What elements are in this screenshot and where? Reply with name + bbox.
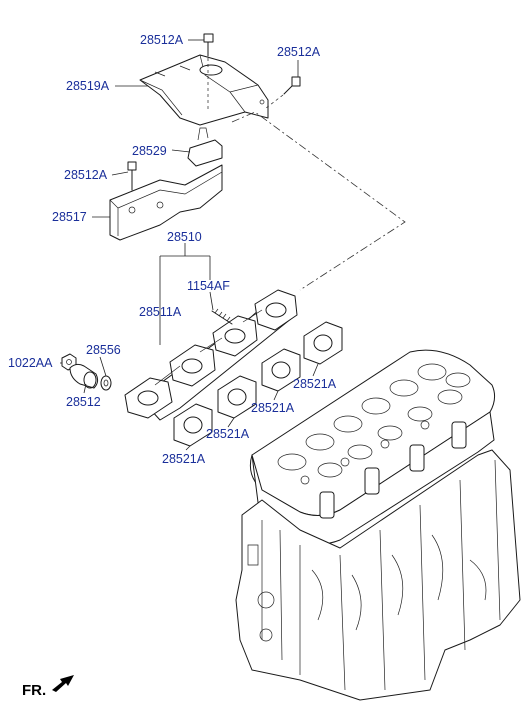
bolt-top [203, 33, 214, 110]
label-bolt-right: 28512A [277, 45, 321, 59]
label-manifold: 28511A [139, 305, 182, 319]
bracket [187, 127, 223, 167]
gasket-3 [261, 348, 301, 392]
label-nut: 1022AA [8, 356, 53, 370]
front-direction-marker: FR. [22, 675, 74, 699]
label-gasket-4: 28521A [293, 377, 337, 391]
label-stud-bolt: 1154AF [187, 279, 230, 293]
leader-lines [60, 39, 319, 451]
lower-heat-shield [109, 164, 223, 241]
part-labels: 28512A 28512A 28519A 28529 28512A 28517 … [8, 33, 337, 466]
label-gasket-3: 28521A [251, 401, 295, 415]
front-arrow-icon [52, 675, 74, 692]
gasket-4 [303, 321, 343, 365]
label-bolt-top: 28512A [140, 33, 184, 47]
bolt-right [265, 76, 301, 109]
gasket-1 [173, 403, 213, 447]
label-heat-shield-lower: 28517 [52, 210, 87, 224]
engine-block [235, 349, 521, 701]
stud-bolt [211, 308, 233, 325]
spacer [69, 363, 99, 389]
label-gasket-2: 28521A [206, 427, 250, 441]
assembly-line [231, 111, 406, 291]
manifold-flanges [124, 289, 298, 419]
gasket-2 [217, 375, 257, 419]
upper-heat-shield [139, 54, 269, 126]
label-gasket-1: 28521A [162, 452, 206, 466]
fr-label: FR. [22, 682, 46, 699]
cylinder-head-bumps [277, 363, 471, 485]
label-bolt-left: 28512A [64, 168, 108, 182]
label-manifold-assy: 28510 [167, 230, 202, 244]
washer [100, 375, 112, 391]
label-bracket: 28529 [132, 144, 167, 158]
exhaust-manifold [124, 289, 298, 421]
exhaust-ports [319, 421, 467, 519]
label-washer: 28556 [86, 343, 121, 357]
label-spacer: 28512 [66, 395, 101, 409]
label-heat-shield-upper: 28519A [66, 79, 110, 93]
